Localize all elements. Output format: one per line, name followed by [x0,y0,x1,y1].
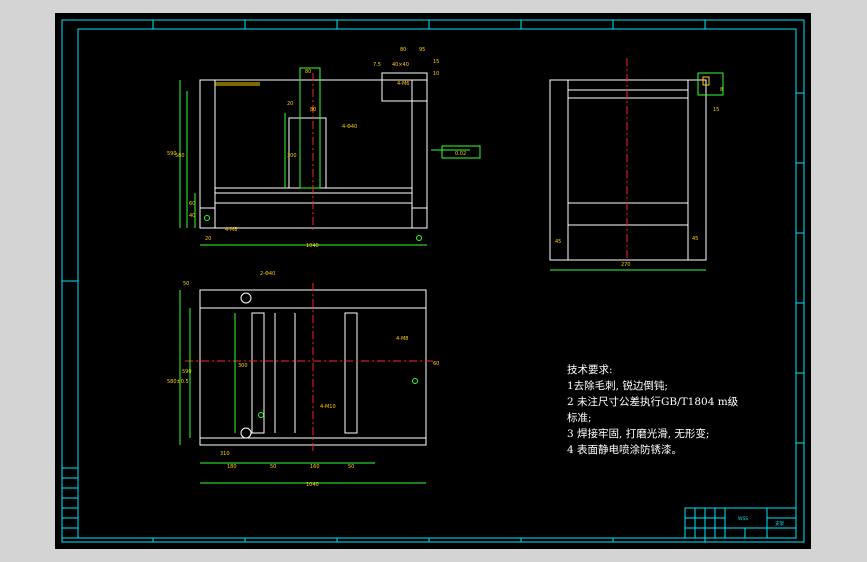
dim-plan-seg1: 180 [227,464,237,470]
title-block-code: WSS [738,516,748,522]
dim-front-width: 1040 [306,243,319,249]
dim-detail-c: 80 [400,47,406,53]
side-view: 270 45 45 8 15 [549,58,724,271]
plan-view: 1040 580±0.5 180 50 160 50 310 300 590 5… [167,271,439,488]
dim-side-detail-a: 8 [720,87,723,93]
label-front-holes: 4-Φ40 [342,124,357,130]
dim-plan-seg3: 160 [310,464,320,470]
drawing-sheet: 80 1040 590 580 60 40 20 20 300 80 4-Φ40… [55,13,811,549]
dim-front-height-outer: 580 [175,153,185,159]
dim-front-foot2: 40 [189,213,195,219]
dim-plan-seg4: 50 [348,464,354,470]
frame-zone-ticks [62,20,804,542]
label-plan-right-holes: 4-M8 [396,336,408,342]
dim-front-height: 590 [167,151,177,157]
label-flatness: 0.02 [455,151,466,157]
tech-requirements: 技术要求: 1去除毛刺, 锐边倒钝; 2 未注尺寸公差执行GB/T1804 m级… [567,363,739,456]
dim-plan-left: 310 [220,451,230,457]
tech-req-item-3: 标准; [567,412,592,424]
dim-detail-d: 95 [419,47,425,53]
dim-side-detail-b: 15 [713,107,719,113]
dim-front-top-w: 80 [305,69,311,75]
dim-front-foot: 60 [189,201,195,207]
dim-front-inner: 300 [287,153,297,159]
dim-front-bottom: 20 [205,236,211,242]
tech-req-item-1: 1去除毛刺, 锐边倒钝; [567,379,668,392]
outer-frame [61,19,805,543]
dim-plan-top: 50 [183,281,189,287]
dim-front-hole-w: 80 [310,107,316,113]
weld-hatch [215,82,260,86]
dim-detail-f: 10 [433,71,439,77]
dim-side-width: 270 [621,262,631,268]
front-view: 80 1040 590 580 60 40 20 20 300 80 4-Φ40… [167,47,481,249]
dim-side-foot-right: 45 [692,236,698,242]
label-front-top-holes: 4-M6 [397,81,409,87]
dim-plan-seg2: 50 [270,464,276,470]
title-block: WSS 支架 [684,507,797,539]
tech-req-item-2: 2 未注尺寸公差执行GB/T1804 m级 [567,395,739,408]
drawing-canvas: 80 1040 590 580 60 40 20 20 300 80 4-Φ40… [61,19,805,543]
inner-frame [77,28,797,539]
tech-req-title: 技术要求: [567,363,613,376]
dim-detail-a: 7.5 [373,62,381,68]
tech-req-item-4: 3 焊接牢固, 打磨光滑, 无形变; [567,427,709,440]
label-plan-inner-holes: 4-M10 [320,404,336,410]
dim-plan-inner-h: 300 [238,363,248,369]
dim-plan-width: 1040 [306,482,319,488]
label-plan-holes: 2-Φ40 [260,271,275,277]
dim-side-foot-left: 45 [555,239,561,245]
dim-detail-b: 40×40 [392,62,409,68]
dim-plan-height: 580±0.5 [167,379,189,385]
title-block-name: 支架 [775,520,784,527]
dim-detail-e: 15 [433,59,439,65]
dim-plan-right: 60 [433,361,439,367]
dim-plan-inner-v: 590 [182,369,192,375]
tech-req-item-5: 4 表面静电喷涂防锈漆。 [567,443,682,456]
dim-front-top-h: 20 [287,101,293,107]
label-front-side-holes: 4-M8 [225,227,237,233]
left-info-column [61,467,79,539]
